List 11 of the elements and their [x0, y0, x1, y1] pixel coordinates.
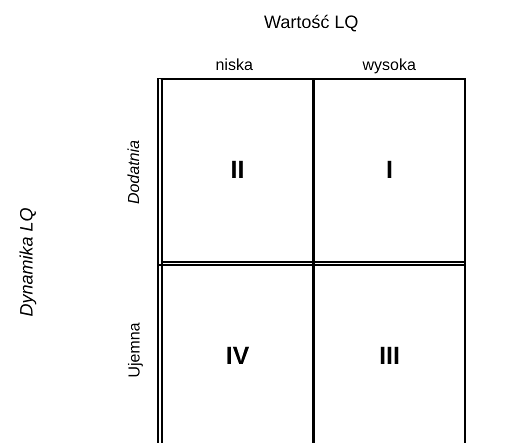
row-header: Ujemna — [127, 322, 144, 378]
matrix-quadrant — [157, 78, 315, 266]
quadrant-numeral: IV — [226, 342, 250, 370]
axis-title: Dynamika LQ — [17, 207, 36, 317]
matrix-quadrant — [312, 78, 466, 266]
quadrant-numeral: I — [386, 156, 393, 185]
quadrant-numeral: III — [379, 342, 400, 370]
row-header: Dodatnia — [127, 140, 144, 204]
column-header: niska — [216, 58, 253, 74]
axis-title: Wartość LQ — [264, 13, 358, 31]
quadrant-numeral: II — [230, 156, 244, 185]
